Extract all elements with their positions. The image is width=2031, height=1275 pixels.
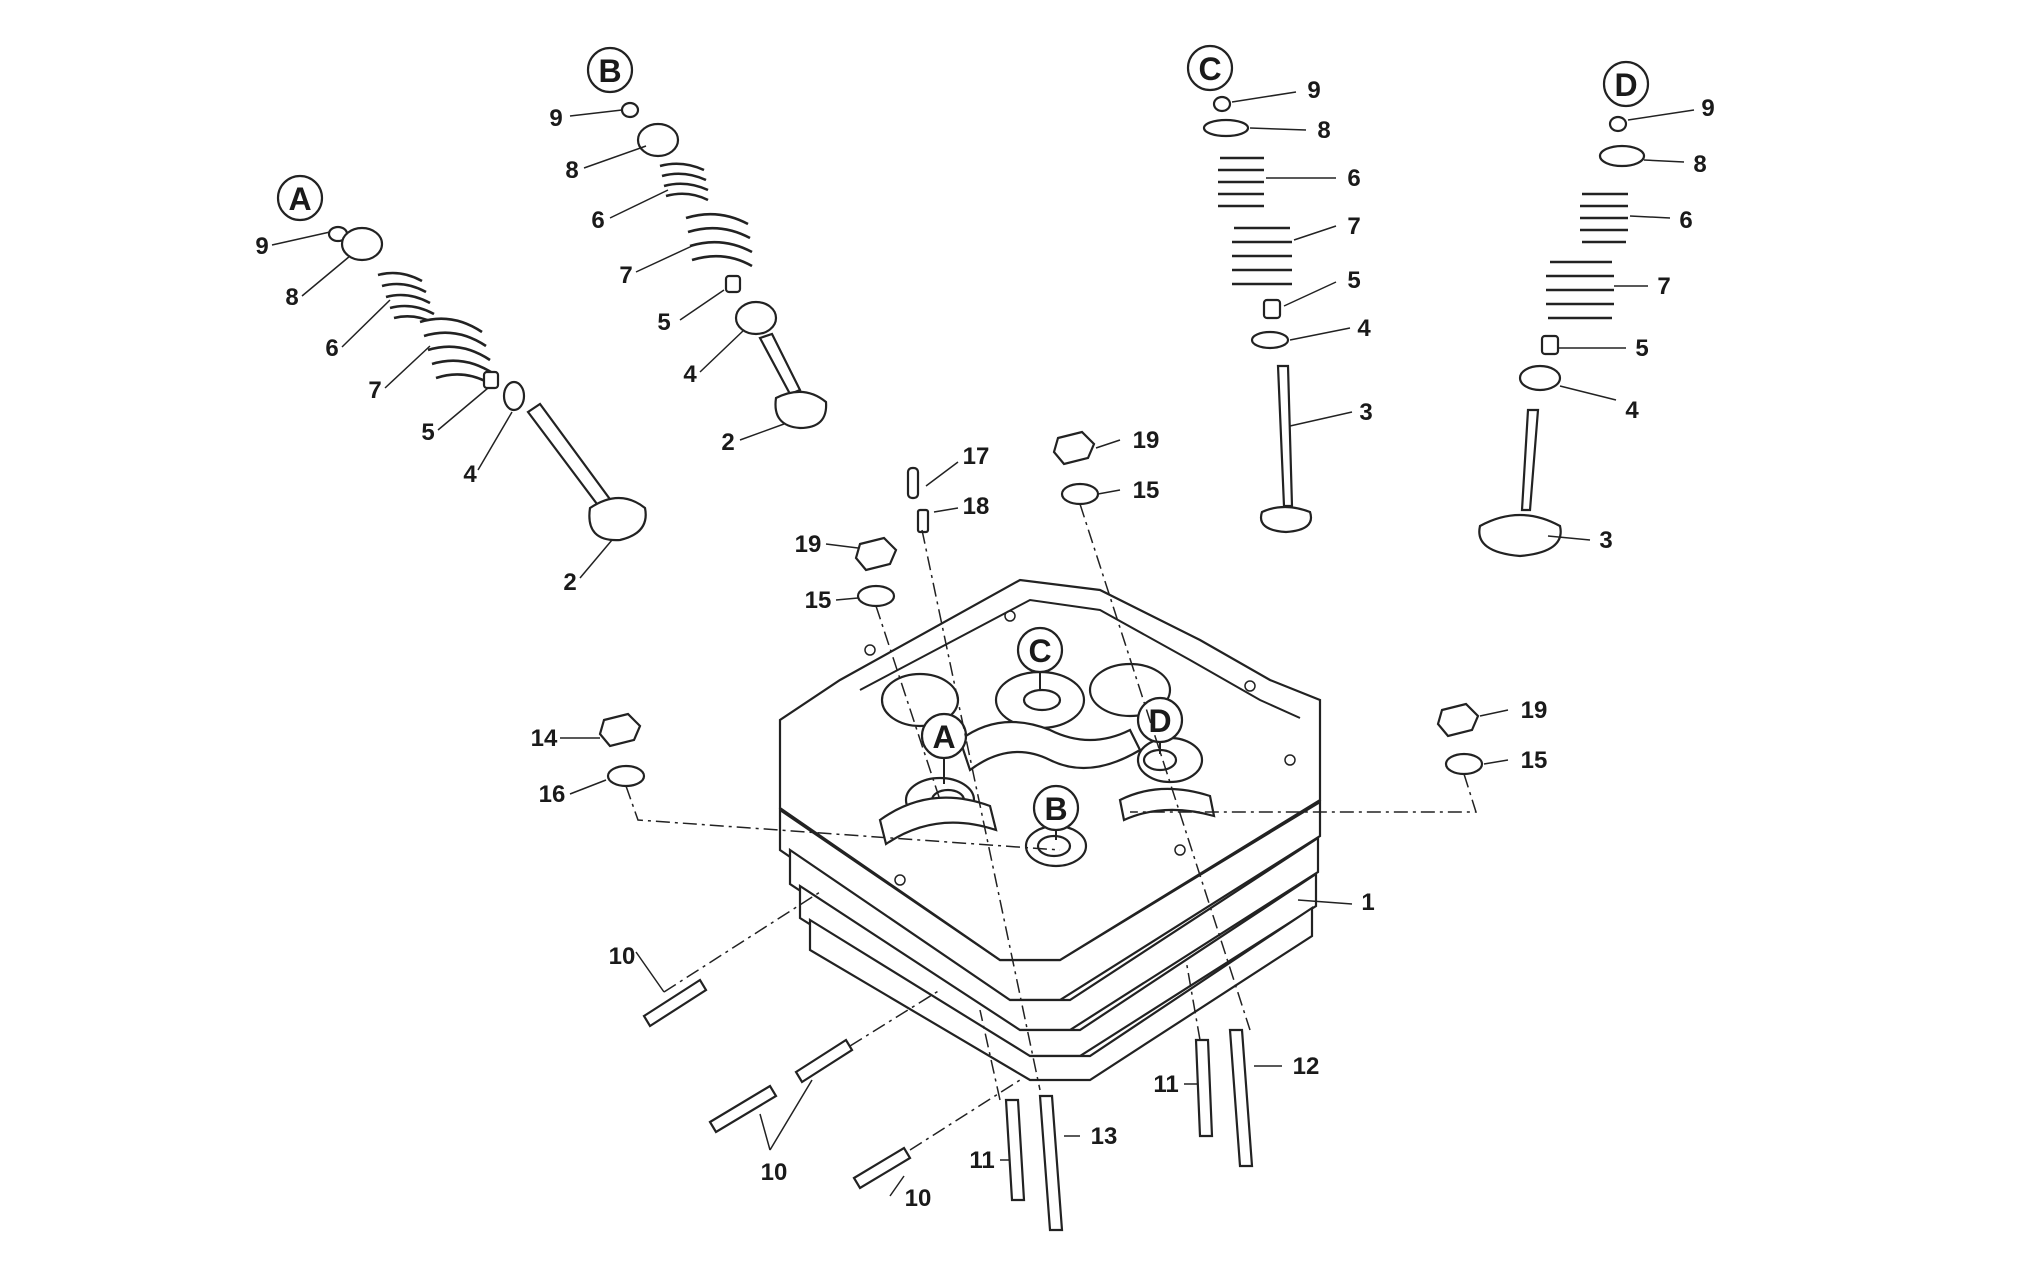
callout-a-8: 8	[285, 284, 298, 311]
head-marker-c: C	[1028, 633, 1051, 669]
view-marker-c-circle	[1186, 44, 1234, 92]
callout-head-14: 14	[531, 725, 558, 752]
callout-b-5: 5	[657, 309, 670, 336]
view-marker-b-label: B	[598, 53, 621, 89]
callout-head-18: 18	[963, 493, 990, 520]
assembly-centerlines	[625, 503, 1478, 1151]
callout-b-7: 7	[619, 262, 632, 289]
callout-head-19-left: 19	[795, 531, 822, 558]
callout-b-8: 8	[565, 157, 578, 184]
view-marker-d-label: D	[1614, 67, 1637, 103]
callout-head-15-top: 15	[1133, 477, 1160, 504]
callout-b-4: 4	[683, 361, 697, 388]
valve-assembly-d: D 9 8 6 7 5 4 3	[1478, 60, 1715, 558]
callout-d-8: 8	[1693, 151, 1706, 178]
inner-spring-a	[377, 271, 435, 325]
callout-head-16: 16	[539, 781, 566, 808]
callout-d-3: 3	[1599, 527, 1612, 554]
callout-head-19-right: 19	[1521, 697, 1548, 724]
outer-spring-b	[685, 212, 753, 268]
callout-c-6: 6	[1347, 165, 1360, 192]
callout-head-1: 1	[1361, 889, 1374, 916]
callout-a-6: 6	[325, 335, 338, 362]
callout-d-7: 7	[1657, 273, 1670, 300]
head-marker-a: A	[932, 719, 955, 755]
cylinder-head: C A D B	[778, 578, 1322, 1082]
callout-d-9: 9	[1701, 95, 1714, 122]
inner-spring-d	[1580, 192, 1628, 244]
callout-c-8: 8	[1317, 117, 1330, 144]
view-marker-d-circle	[1602, 60, 1650, 108]
view-marker-a-label: A	[288, 181, 311, 217]
callout-head-12: 12	[1293, 1053, 1320, 1080]
callout-a-2: 2	[563, 569, 576, 596]
callout-a-9: 9	[255, 233, 268, 260]
outer-spring-c	[1232, 226, 1292, 286]
callout-head-15-right: 15	[1521, 747, 1548, 774]
callout-c-4: 4	[1357, 315, 1371, 342]
callout-c-5: 5	[1347, 267, 1360, 294]
callout-c-9: 9	[1307, 77, 1320, 104]
callout-head-19-top: 19	[1133, 427, 1160, 454]
callout-a-5: 5	[421, 419, 434, 446]
valve-assembly-b: B 9 8 6 7 5 4 2	[549, 46, 828, 456]
callout-c-3: 3	[1359, 399, 1372, 426]
callout-b-9: 9	[549, 105, 562, 132]
view-marker-c-label: C	[1198, 51, 1221, 87]
valve-assembly-c: C 9 8 6 7 5 4 3	[1186, 44, 1373, 534]
callout-head-13: 13	[1091, 1123, 1118, 1150]
callout-c-7: 7	[1347, 213, 1360, 240]
callout-d-5: 5	[1635, 335, 1648, 362]
callout-b-6: 6	[591, 207, 604, 234]
callout-head-10-b: 10	[761, 1159, 788, 1186]
callout-head-10-c: 10	[905, 1185, 932, 1212]
callout-a-4: 4	[463, 461, 477, 488]
valve-assembly-a: A 9 8 6 7 5 4 2	[255, 174, 647, 596]
callout-head-15-left: 15	[805, 587, 832, 614]
callout-head-11-a: 11	[969, 1147, 994, 1174]
outer-spring-d	[1546, 260, 1614, 320]
view-marker-a-circle	[276, 174, 324, 222]
inner-spring-b	[659, 162, 709, 202]
view-marker-b-circle	[586, 46, 634, 94]
callout-head-11-b: 11	[1153, 1071, 1178, 1098]
head-callouts: 1 17 18 19 15 19 15 19 15 14 16 10 10 10…	[531, 427, 1548, 1212]
callout-head-10-a: 10	[609, 943, 636, 970]
callout-d-6: 6	[1679, 207, 1692, 234]
callout-b-2: 2	[721, 429, 734, 456]
head-marker-b: B	[1044, 791, 1067, 827]
inner-spring-c	[1218, 156, 1264, 208]
callout-head-17: 17	[963, 443, 990, 470]
fasteners	[560, 430, 1509, 1232]
outer-spring-a	[419, 317, 495, 388]
head-marker-d: D	[1148, 703, 1171, 739]
callout-d-4: 4	[1625, 397, 1639, 424]
callout-a-7: 7	[368, 377, 381, 404]
